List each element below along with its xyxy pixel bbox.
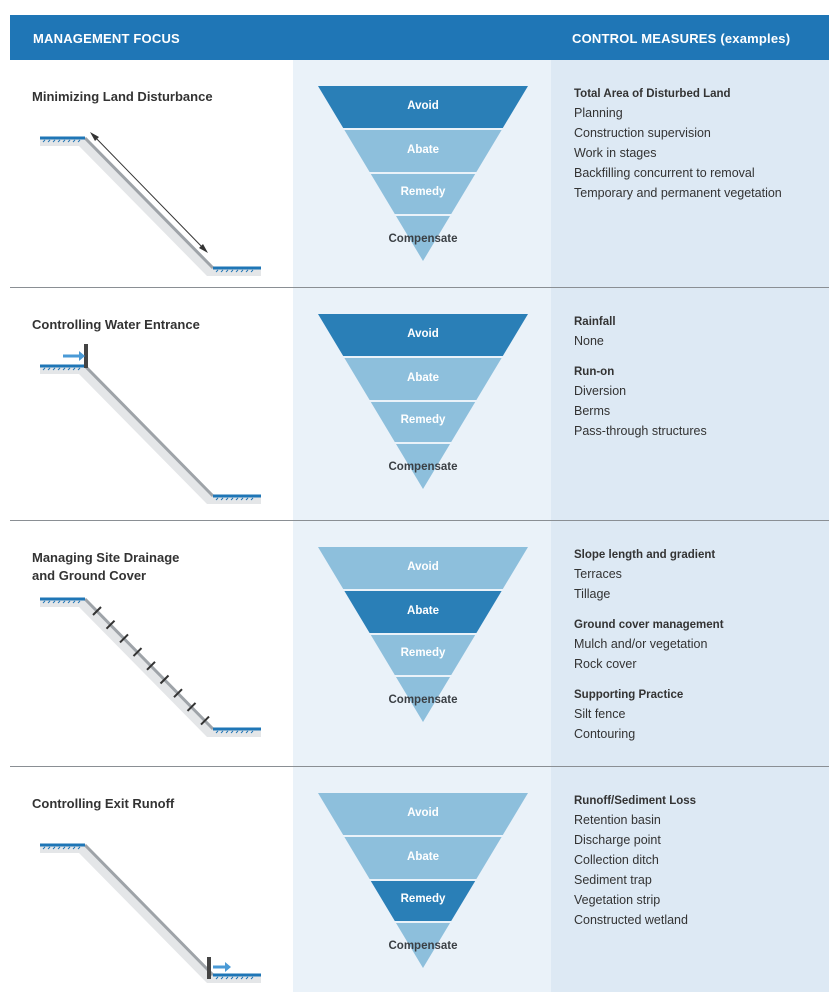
measure-item: Sediment trap <box>574 873 652 887</box>
measure-item: Berms <box>574 404 611 418</box>
pyramid-band <box>318 86 528 128</box>
focus-title-line: Controlling Water Entrance <box>32 317 200 332</box>
level-abate: Abate <box>407 851 439 863</box>
funnel-column <box>293 60 551 992</box>
pyramid-band <box>318 314 528 356</box>
measure-group-title: Supporting Practice <box>574 689 684 701</box>
focus-title-line: Managing Site Drainage <box>32 550 180 565</box>
level-abate: Abate <box>407 605 439 617</box>
level-remedy: Remedy <box>400 647 446 659</box>
measure-group-title: Ground cover management <box>574 619 724 631</box>
measure-group-title: Rainfall <box>574 316 616 328</box>
focus-title: Managing Site Drainage and Ground Cover <box>32 549 282 585</box>
header-management-focus: MANAGEMENT FOCUS <box>33 31 180 46</box>
focus-title-line: Minimizing Land Disturbance <box>32 89 213 104</box>
measure-item: Contouring <box>574 727 636 741</box>
measure-item: Planning <box>574 106 623 120</box>
measure-item: Pass-through structures <box>574 424 707 438</box>
level-compensate: Compensate <box>388 694 458 706</box>
measure-item: Tillage <box>574 587 611 601</box>
measure-item: None <box>574 334 604 348</box>
level-remedy: Remedy <box>400 893 446 905</box>
table-header: MANAGEMENT FOCUS CONTROL MEASURES (examp… <box>10 15 829 60</box>
measure-item: Silt fence <box>574 707 626 721</box>
level-abate: Abate <box>407 372 439 384</box>
focus-title-line: and Ground Cover <box>32 568 147 583</box>
pyramid-band <box>396 923 450 968</box>
measure-group-title: Run-on <box>574 366 615 378</box>
measure-item: Retention basin <box>574 813 661 827</box>
measure-item: Terraces <box>574 567 622 581</box>
level-abate: Abate <box>407 144 439 156</box>
measure-item: Mulch and/or vegetation <box>574 637 708 651</box>
pyramid-band <box>370 174 476 214</box>
pyramid-band <box>370 635 476 675</box>
measure-item: Temporary and permanent vegetation <box>574 186 782 200</box>
focus-title: Controlling Exit Runoff <box>32 795 282 813</box>
measure-item: Work in stages <box>574 146 657 160</box>
slope-illustration <box>40 843 261 983</box>
level-remedy: Remedy <box>400 186 446 198</box>
row-divider <box>10 520 829 521</box>
measure-item: Rock cover <box>574 657 637 671</box>
row-divider <box>10 766 829 767</box>
focus-title-line: Controlling Exit Runoff <box>32 796 175 811</box>
focus-title: Minimizing Land Disturbance <box>32 88 282 106</box>
pyramid-band <box>344 837 502 879</box>
pyramid-band <box>396 216 450 261</box>
level-avoid: Avoid <box>407 807 439 819</box>
measures-column <box>551 60 829 992</box>
level-compensate: Compensate <box>388 461 458 473</box>
pyramid-band <box>318 547 528 589</box>
pyramid-band <box>396 677 450 722</box>
measure-group-title: Runoff/Sediment Loss <box>574 795 697 807</box>
slope-illustration <box>40 344 261 504</box>
focus-title: Controlling Water Entrance <box>32 316 282 334</box>
measure-item: Construction supervision <box>574 126 711 140</box>
pyramid-band <box>344 591 502 633</box>
slope-illustration <box>40 597 261 737</box>
pyramid-band <box>318 793 528 835</box>
measure-item: Constructed wetland <box>574 913 688 927</box>
level-avoid: Avoid <box>407 328 439 340</box>
pyramid-band <box>344 358 502 400</box>
pyramid-band <box>370 402 476 442</box>
level-avoid: Avoid <box>407 100 439 112</box>
slope-illustration <box>40 132 261 276</box>
header-control-measures: CONTROL MEASURES (examples) <box>572 31 791 46</box>
measure-item: Vegetation strip <box>574 893 661 907</box>
measure-item: Collection ditch <box>574 853 659 867</box>
measure-group-title: Slope length and gradient <box>574 549 716 561</box>
pyramid-band <box>370 881 476 921</box>
level-compensate: Compensate <box>388 233 458 245</box>
pyramid-band <box>344 130 502 172</box>
level-compensate: Compensate <box>388 940 458 952</box>
measure-group-title: Total Area of Disturbed Land <box>574 88 731 100</box>
measure-item: Backfilling concurrent to removal <box>574 166 755 180</box>
measure-item: Diversion <box>574 384 627 398</box>
pyramid-band <box>396 444 450 489</box>
row-divider <box>10 287 829 288</box>
level-remedy: Remedy <box>400 414 446 426</box>
level-avoid: Avoid <box>407 561 439 573</box>
measure-item: Discharge point <box>574 833 661 847</box>
